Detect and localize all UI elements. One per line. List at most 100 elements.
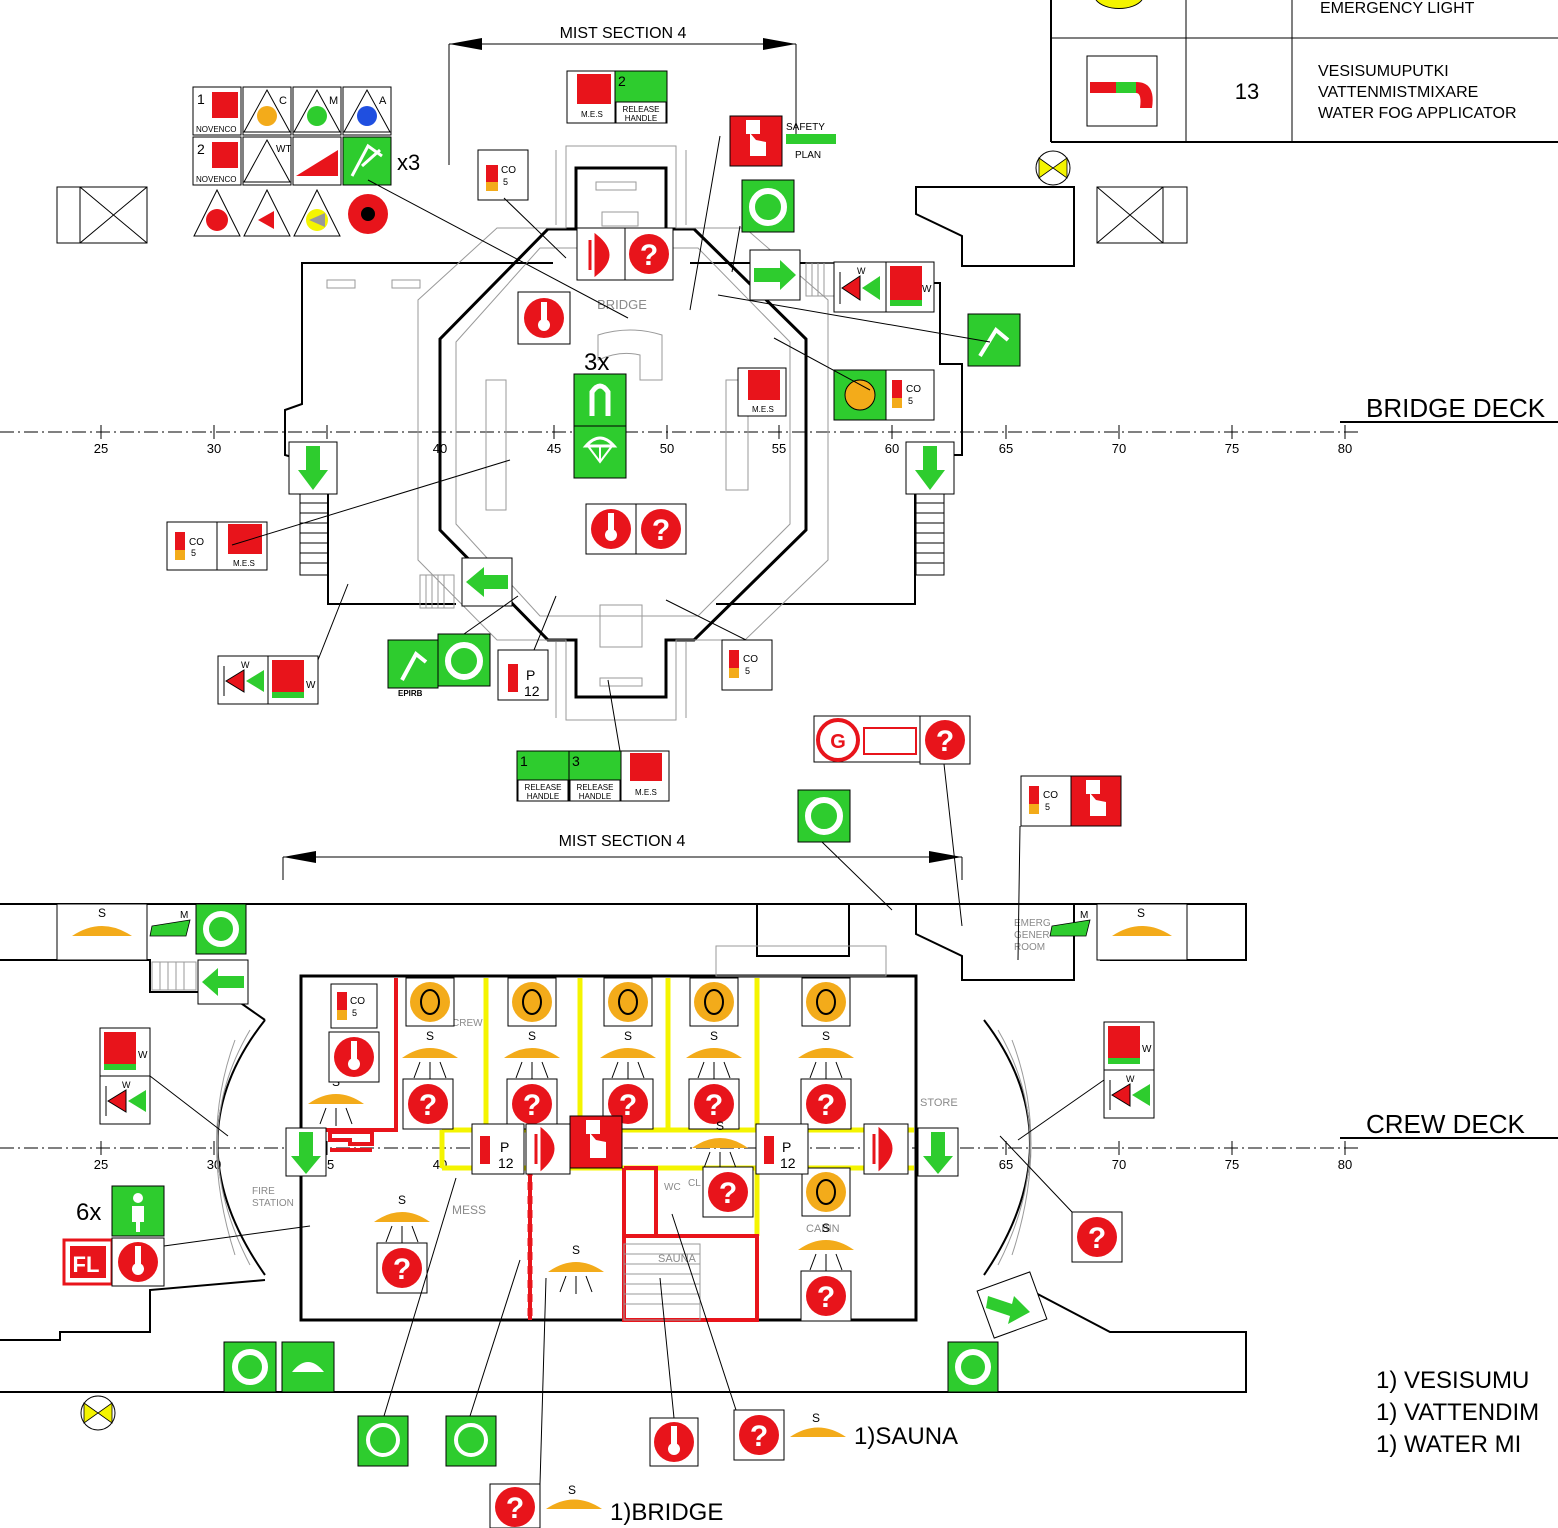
svg-text:EPIRB: EPIRB xyxy=(398,689,423,698)
svg-text:M: M xyxy=(329,95,338,107)
frame-number-label: 75 xyxy=(1225,1157,1239,1172)
mist-section-top-label: MIST SECTION 4 xyxy=(560,25,687,42)
frame-number-label: 25 xyxy=(94,1157,108,1172)
svg-text:EMERG: EMERG xyxy=(1014,918,1051,929)
svg-text:5: 5 xyxy=(908,396,913,406)
multiplier-x3: x3 xyxy=(397,150,420,175)
svg-text:P: P xyxy=(782,1139,791,1155)
stair-left xyxy=(299,492,329,576)
footnote-bridge: ? S 1)BRIDGE xyxy=(489,1483,723,1528)
svg-text:W: W xyxy=(241,660,250,670)
svg-text:W: W xyxy=(1142,1044,1152,1055)
svg-text:S: S xyxy=(398,1193,406,1207)
svg-text:12: 12 xyxy=(498,1155,514,1171)
legend-emergency-light: EMERGENCY LIGHT xyxy=(1320,0,1475,17)
svg-text:M.E.S: M.E.S xyxy=(581,110,603,119)
mes-release-handle-top: M.E.S 2 RELEASE HANDLE xyxy=(566,70,668,124)
svg-text:5: 5 xyxy=(191,548,196,558)
svg-text:HANDLE: HANDLE xyxy=(579,792,611,801)
exit-arrow-left xyxy=(466,567,508,597)
crew-deck-signs: G ? CO 5 S M S M W xyxy=(56,715,1188,1528)
svg-text:W: W xyxy=(1126,1074,1135,1084)
mist-section-bottom-label: MIST SECTION 4 xyxy=(559,833,686,850)
frame-axis-top: 253035404550556065707580 xyxy=(0,425,1360,456)
svg-text:12: 12 xyxy=(524,683,540,699)
svg-text:1)SAUNA: 1)SAUNA xyxy=(854,1423,958,1450)
frame-number-label: 60 xyxy=(885,441,899,456)
svg-text:?: ? xyxy=(419,1089,437,1122)
svg-text:NOVENCO: NOVENCO xyxy=(196,125,236,134)
svg-text:S: S xyxy=(710,1029,718,1043)
svg-text:CO: CO xyxy=(501,165,516,176)
svg-text:1: 1 xyxy=(197,91,205,107)
svg-text:FIRE: FIRE xyxy=(252,1186,275,1197)
svg-text:5: 5 xyxy=(503,177,508,187)
frame-number-label: 75 xyxy=(1225,441,1239,456)
svg-text:?: ? xyxy=(619,1089,637,1122)
svg-text:S: S xyxy=(822,1029,830,1043)
safety-plan-sign: SAFETY PLAN xyxy=(729,115,836,167)
svg-text:S: S xyxy=(98,906,106,920)
room-label-bridge: BRIDGE xyxy=(597,297,647,312)
legend-row-number: 13 xyxy=(1235,79,1259,104)
sprinkler-icon: S xyxy=(600,1029,656,1080)
frame-number-label: 80 xyxy=(1338,1157,1352,1172)
svg-text:S: S xyxy=(426,1029,434,1043)
svg-text:SAUNA: SAUNA xyxy=(658,1253,697,1265)
breathing-apparatus-icon xyxy=(801,977,851,1027)
svg-text:?: ? xyxy=(705,1089,723,1122)
svg-text:?: ? xyxy=(1088,1222,1106,1255)
svg-text:CABIN: CABIN xyxy=(806,1223,840,1235)
svg-text:STATION: STATION xyxy=(252,1198,294,1209)
general-alarm-icon xyxy=(816,718,860,762)
svg-text:MESS: MESS xyxy=(452,1203,486,1217)
svg-text:S: S xyxy=(716,1119,724,1133)
svg-text:HANDLE: HANDLE xyxy=(625,114,657,123)
sprinkler-icon: S xyxy=(798,1029,854,1080)
svg-text:RELEASE: RELEASE xyxy=(525,783,562,792)
svg-text:?: ? xyxy=(506,1492,524,1525)
legend-table: EMERGENCY LIGHT 13 VESISUMUPUTKI VATTENM… xyxy=(1050,0,1558,143)
crew-deck-title: CREW DECK xyxy=(1366,1109,1526,1139)
release-handle-bottom: 1 RELEASE HANDLE 3 RELEASE HANDLE M.E.S xyxy=(516,750,670,802)
svg-text:W: W xyxy=(306,680,316,691)
svg-text:M: M xyxy=(1080,910,1088,921)
sprinkler-icon: S xyxy=(504,1029,560,1080)
svg-text:S: S xyxy=(812,1411,820,1425)
sprinkler-icon: S xyxy=(548,1243,604,1294)
svg-text:?: ? xyxy=(750,1420,768,1453)
svg-text:CL: CL xyxy=(688,1178,701,1189)
note-line: 1) WATER MI xyxy=(1376,1431,1521,1458)
svg-text:5: 5 xyxy=(1045,802,1050,812)
water-fog-applicator-icon xyxy=(1090,82,1153,108)
frame-number-label: 45 xyxy=(547,441,561,456)
svg-text:S: S xyxy=(528,1029,536,1043)
note-line: 1) VESISUMU xyxy=(1376,1367,1529,1394)
svg-text:M.E.S: M.E.S xyxy=(752,405,774,414)
legend-text-fi: VESISUMUPUTKI xyxy=(1318,63,1449,80)
sprinkler-icon: S xyxy=(308,1075,364,1126)
svg-text:S: S xyxy=(822,1221,830,1235)
svg-text:STORE: STORE xyxy=(920,1097,958,1109)
svg-text:A: A xyxy=(379,95,387,107)
note-line: 1) VATTENDIM xyxy=(1376,1399,1539,1426)
heat-detector-icon xyxy=(328,1031,380,1083)
frame-number-label: 30 xyxy=(207,441,221,456)
svg-text:1: 1 xyxy=(520,753,528,769)
svg-text:RELEASE: RELEASE xyxy=(577,783,614,792)
svg-text:WT: WT xyxy=(276,144,292,155)
svg-text:CO: CO xyxy=(189,537,204,548)
svg-text:P: P xyxy=(526,667,535,683)
svg-text:FL: FL xyxy=(73,1252,100,1277)
footnote-sauna: ? S 1)SAUNA xyxy=(733,1409,958,1461)
svg-text:S: S xyxy=(568,1483,576,1497)
multiplier-3x: 3x xyxy=(584,349,609,376)
svg-text:W: W xyxy=(857,266,866,276)
svg-text:?: ? xyxy=(640,239,658,272)
lifejacket-sign xyxy=(573,373,627,427)
svg-text:CO: CO xyxy=(1043,790,1058,801)
svg-text:12: 12 xyxy=(780,1155,796,1171)
legend-text-en: WATER FOG APPLICATOR xyxy=(1318,105,1517,122)
sprinkler-icon: S xyxy=(374,1193,430,1244)
